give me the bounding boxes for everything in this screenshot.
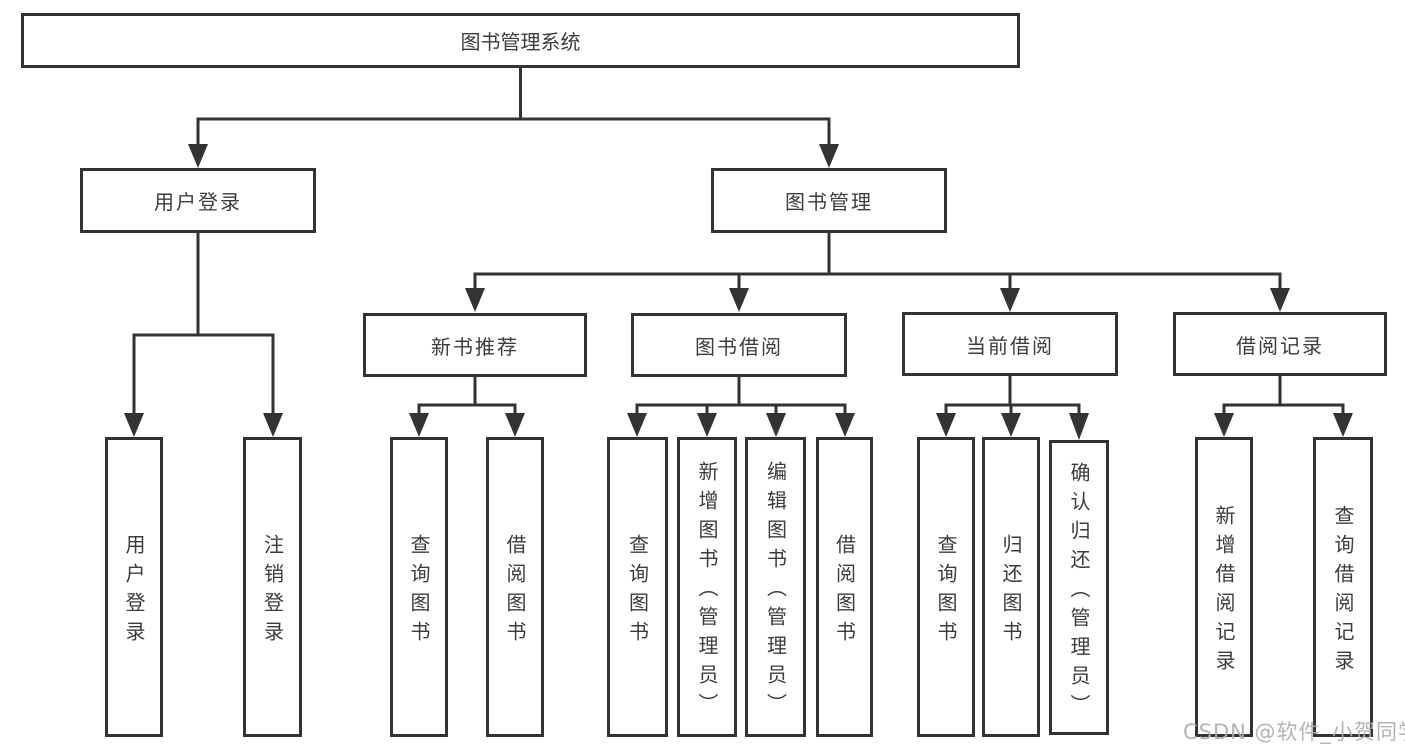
node-book-management-branch: 图书管理 <box>711 168 947 233</box>
node-current-borrow: 当前借阅 <box>902 312 1118 376</box>
leaf-records-query-record: 查询借阅记录 <box>1313 437 1373 737</box>
leaf-borrow-borrow-book: 借阅图书 <box>816 437 873 737</box>
arrowhead-icons <box>124 144 1353 440</box>
node-borrow-records: 借阅记录 <box>1173 312 1387 376</box>
leaf-user-login: 用户登录 <box>105 437 163 737</box>
leaf-borrow-query-book: 查询图书 <box>607 437 668 737</box>
node-book-management-label: 图书管理 <box>785 190 873 214</box>
leaf-current-confirm-return-admin: 确认归还（管理员） <box>1049 440 1109 735</box>
leaf-current-return-book: 归还图书 <box>982 437 1040 737</box>
leaf-current-confirm-return-admin-label: 确认归还（管理员） <box>1067 461 1091 723</box>
leaf-records-add-record-label: 新增借阅记录 <box>1212 504 1236 679</box>
leaf-logout: 注销登录 <box>243 437 302 737</box>
node-new-book-recommend-label: 新书推荐 <box>431 334 519 359</box>
leaf-recommend-borrow-book-label: 借阅图书 <box>503 533 527 650</box>
node-book-borrow: 图书借阅 <box>631 313 847 377</box>
node-user-login-label: 用户登录 <box>154 190 242 214</box>
leaf-current-return-book-label: 归还图书 <box>999 533 1023 650</box>
leaf-recommend-query-book-label: 查询图书 <box>407 533 431 650</box>
leaf-recommend-borrow-book: 借阅图书 <box>486 437 544 737</box>
leaf-user-login-label: 用户登录 <box>122 533 146 650</box>
leaf-current-query-book-label: 查询图书 <box>934 533 958 650</box>
leaf-borrow-query-book-label: 查询图书 <box>625 533 650 650</box>
watermark: CSDN @软件_小贺同学 <box>1183 720 1405 744</box>
node-current-borrow-label: 当前借阅 <box>966 333 1054 358</box>
node-user-login-branch: 用户登录 <box>80 168 316 233</box>
leaf-borrow-edit-book-admin-label: 编辑图书（管理员） <box>763 461 788 722</box>
node-root-system: 图书管理系统 <box>21 13 1020 68</box>
leaf-records-query-record-label: 查询借阅记录 <box>1331 504 1355 679</box>
node-new-book-recommend: 新书推荐 <box>363 313 587 377</box>
leaf-borrow-borrow-book-label: 借阅图书 <box>832 533 857 650</box>
leaf-borrow-add-book-admin-label: 新增图书（管理员） <box>695 461 719 722</box>
leaf-current-query-book: 查询图书 <box>917 437 975 737</box>
leaf-logout-label: 注销登录 <box>260 533 285 650</box>
leaf-recommend-query-book: 查询图书 <box>390 437 448 737</box>
node-root-label: 图书管理系统 <box>460 30 581 54</box>
leaf-records-add-record: 新增借阅记录 <box>1195 437 1253 737</box>
node-borrow-records-label: 借阅记录 <box>1236 333 1324 358</box>
node-book-borrow-label: 图书借阅 <box>695 334 783 359</box>
leaf-borrow-add-book-admin: 新增图书（管理员） <box>677 437 737 737</box>
leaf-borrow-edit-book-admin: 编辑图书（管理员） <box>745 437 806 737</box>
